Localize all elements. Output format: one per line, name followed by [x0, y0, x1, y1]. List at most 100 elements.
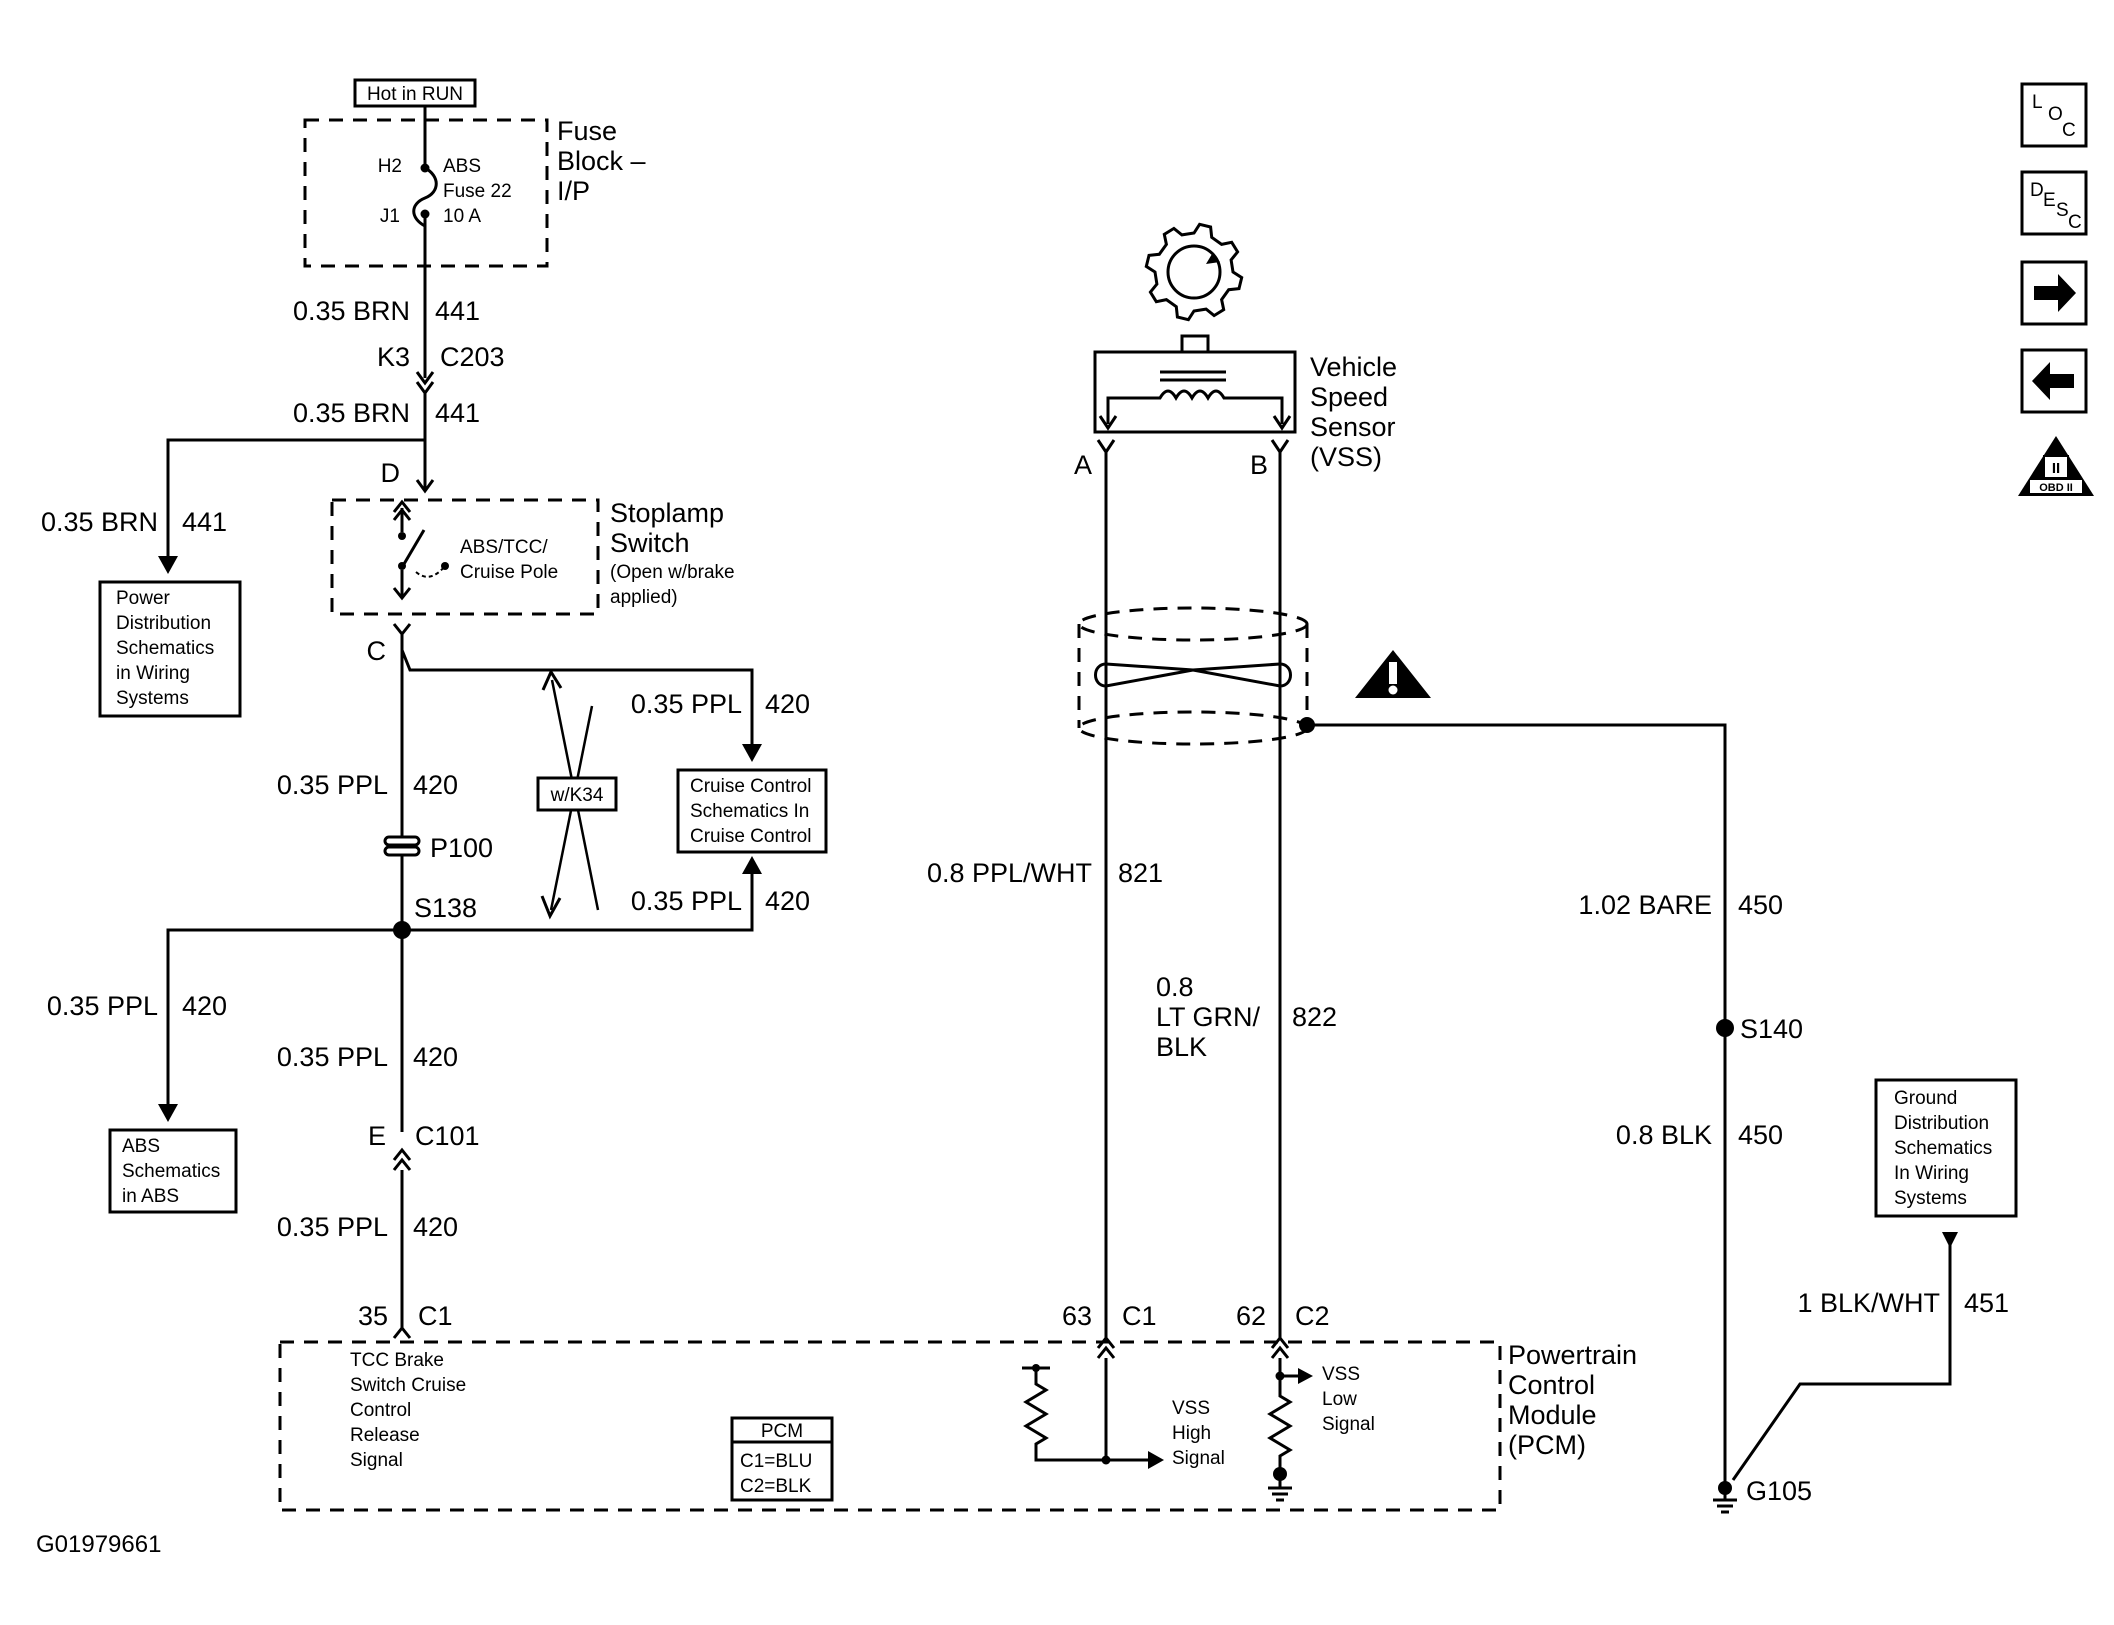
pcm-title: Powertrain Control Module (PCM)	[1508, 1340, 1637, 1460]
loc-icon[interactable]: L O C	[2020, 82, 2088, 148]
svg-text:10 A: 10 A	[443, 206, 481, 227]
fuse-h2-label: H2	[378, 156, 402, 177]
arrow-right-icon[interactable]	[2020, 260, 2088, 326]
pcm-connector-c1: C1	[1122, 1301, 1157, 1331]
svg-text:ABS: ABS	[122, 1136, 160, 1157]
wire-441-circuit-upper: 441	[435, 296, 480, 326]
connector-c101-symbol	[392, 1147, 412, 1171]
stoplamp-pole-label: ABS/TCC/ Cruise Pole	[460, 537, 558, 583]
svg-text:in ABS: in ABS	[122, 1186, 179, 1207]
wire-450	[1307, 723, 1727, 1488]
stoplamp-pivot	[398, 562, 406, 570]
svg-text:Distribution: Distribution	[1894, 1113, 1989, 1134]
svg-text:Switch: Switch	[610, 528, 690, 558]
wire-821-gauge: 0.8 PPL/WHT	[927, 858, 1092, 888]
svg-text:E: E	[2043, 190, 2056, 211]
obd-ii-icon[interactable]: II OBD II	[2018, 436, 2094, 496]
twisted-pair-shield	[1077, 606, 1309, 746]
svg-text:Schematics: Schematics	[122, 1161, 220, 1182]
wire-822-gauge: 0.8 LT GRN/ BLK	[1156, 972, 1261, 1062]
stoplamp-switch-blade	[402, 529, 426, 565]
svg-text:D: D	[2030, 180, 2044, 201]
svg-text:(Open w/brake: (Open w/brake	[610, 562, 735, 583]
vss-sensor-shaft	[1180, 334, 1210, 354]
rotation-sensor-icon	[1144, 222, 1244, 322]
box-abs: ABS Schematics in ABS	[108, 1128, 238, 1214]
connector-c203-label: C203	[440, 342, 505, 372]
desc-icon[interactable]: D E S C	[2020, 170, 2088, 236]
option-wk34-arrow-down	[540, 895, 562, 920]
arrow-to-cruise-control	[742, 744, 762, 762]
svg-text:Schematics: Schematics	[116, 638, 214, 659]
svg-text:C: C	[2062, 120, 2076, 141]
fuse-block-title: Fuse Block – I/P	[557, 116, 646, 206]
svg-text:(VSS): (VSS)	[1310, 442, 1382, 472]
pcm-tcc-brake-signal-label: TCC Brake Switch Cruise Control Release …	[350, 1350, 466, 1471]
svg-text:LT GRN/: LT GRN/	[1156, 1002, 1261, 1032]
pcm-vss-low-label: VSS Low Signal	[1322, 1364, 1375, 1435]
ground-g105-symbol	[1713, 1488, 1737, 1514]
wire-441-circuit-mid: 441	[435, 398, 480, 428]
svg-text:Signal: Signal	[1172, 1448, 1225, 1469]
svg-text:Module: Module	[1508, 1400, 1597, 1430]
pcm-connector-c1-left: C1	[418, 1301, 453, 1331]
wire-821-circuit: 821	[1118, 858, 1163, 888]
svg-text:II: II	[2052, 460, 2060, 477]
svg-text:Systems: Systems	[116, 688, 189, 709]
svg-text:Hot in RUN: Hot in RUN	[367, 84, 463, 105]
wire-451-gauge: 1 BLK/WHT	[1797, 1288, 1940, 1318]
pcm-legend: PCM C1=BLU C2=BLK	[730, 1416, 834, 1502]
stoplamp-pin-d: D	[381, 458, 401, 488]
wire-441-gauge-mid: 0.35 BRN	[293, 398, 410, 428]
pcm-pin-63: 63	[1062, 1301, 1092, 1331]
wire-450-gauge-upper: 1.02 BARE	[1578, 890, 1712, 920]
splice-s140	[1716, 1019, 1734, 1037]
wire-450-circuit-upper: 450	[1738, 890, 1783, 920]
wire-420-cruise-return	[402, 864, 754, 932]
wire-420-gauge-c: 0.35 PPL	[277, 1212, 388, 1242]
pcm-connector-c2: C2	[1295, 1301, 1330, 1331]
stoplamp-switch-outline	[330, 498, 600, 616]
box-cruise-control: Cruise Control Schematics In Cruise Cont…	[676, 768, 828, 854]
figure-id: G01979661	[36, 1531, 161, 1558]
svg-text:Sensor: Sensor	[1310, 412, 1396, 442]
wire-441-branch	[166, 438, 425, 568]
svg-text:Vehicle: Vehicle	[1310, 352, 1397, 382]
wire-420-circuit-cruise1: 420	[765, 689, 810, 719]
arrow-to-power-distribution	[158, 556, 178, 574]
svg-text:(PCM): (PCM)	[1508, 1430, 1586, 1460]
svg-text:Ground: Ground	[1894, 1088, 1957, 1109]
pcm-outline	[278, 1340, 1502, 1512]
grommet-p100-label: P100	[430, 833, 493, 863]
box-power-distribution: Power Distribution Schematics in Wiring …	[98, 580, 242, 718]
svg-text:O: O	[2048, 104, 2063, 125]
svg-text:TCC Brake: TCC Brake	[350, 1350, 444, 1371]
wire-420-circuit-c: 420	[413, 1212, 458, 1242]
svg-text:Signal: Signal	[350, 1450, 403, 1471]
svg-text:VSS: VSS	[1322, 1364, 1360, 1385]
stoplamp-connector-c	[392, 623, 412, 637]
svg-text:in Wiring: in Wiring	[116, 663, 190, 684]
svg-text:Systems: Systems	[1894, 1188, 1967, 1209]
stoplamp-arrow-up	[392, 499, 412, 521]
vss-connector-b	[1270, 439, 1290, 455]
pcm-vss-low-circuit	[1267, 1358, 1313, 1502]
pcm-pin-35-connector	[392, 1325, 412, 1339]
connector-k3-pin: K3	[377, 342, 410, 372]
svg-text:Cruise Control: Cruise Control	[690, 826, 811, 847]
svg-text:Power: Power	[116, 588, 171, 609]
arrow-left-icon[interactable]	[2020, 348, 2088, 414]
fuse-j1-label: J1	[380, 206, 400, 227]
connector-c101-label: C101	[415, 1121, 480, 1151]
pcm-vss-high-label: VSS High Signal	[1172, 1398, 1225, 1469]
svg-text:Control: Control	[350, 1400, 411, 1421]
svg-text:Switch Cruise: Switch Cruise	[350, 1375, 466, 1396]
svg-text:w/K34: w/K34	[550, 785, 604, 806]
wire-451-circuit: 451	[1964, 1288, 2009, 1318]
wire-420-circuit-abs: 420	[182, 991, 227, 1021]
wire-420-circuit-b: 420	[413, 1042, 458, 1072]
svg-text:S: S	[2056, 200, 2069, 221]
pcm-vss-high-circuit	[1022, 1358, 1164, 1469]
fuse-terminal-h2	[420, 163, 430, 173]
